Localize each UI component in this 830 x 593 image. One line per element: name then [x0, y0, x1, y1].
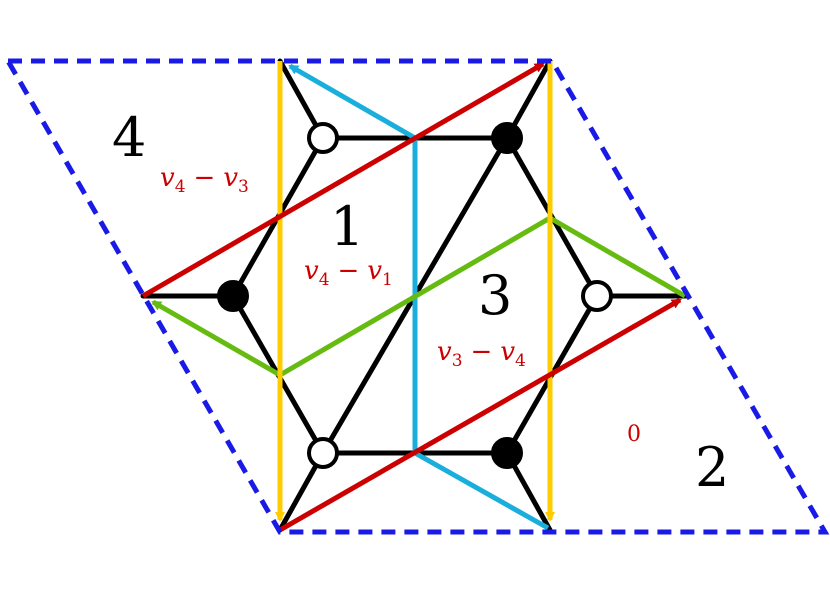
graph-nodes	[217, 122, 613, 469]
region-label-2: 2	[695, 436, 729, 499]
region-label-0: 0	[627, 422, 641, 447]
red-arrow-bottom	[278, 297, 682, 533]
label-v4-minus-v3: v4−v3	[160, 163, 249, 197]
green-arrow	[151, 299, 282, 378]
white-node-right	[581, 280, 613, 312]
green-right-segment	[548, 215, 687, 299]
black-node-bottom-right	[491, 437, 523, 469]
cyan-arrow	[288, 63, 417, 141]
black-node-top-right	[491, 122, 523, 154]
green-path	[151, 215, 687, 378]
red-arrows	[141, 61, 682, 533]
red-arrow-top	[141, 61, 545, 299]
green-center-diagonal	[278, 215, 552, 378]
cyan-bottom-segment	[413, 450, 550, 531]
region-label-1: 1	[330, 195, 364, 258]
white-node-bottom-left	[307, 437, 339, 469]
region-label-4: 4	[112, 106, 146, 169]
white-node-top-left	[307, 122, 339, 154]
label-v3-minus-v4: v3−v4	[437, 337, 526, 371]
label-v4-minus-v1: v4−v1	[304, 256, 393, 290]
region-label-3: 3	[478, 264, 512, 327]
boundary-parallelogram	[3, 58, 830, 535]
yellow-arrows	[275, 61, 555, 522]
black-node-left	[217, 280, 249, 312]
